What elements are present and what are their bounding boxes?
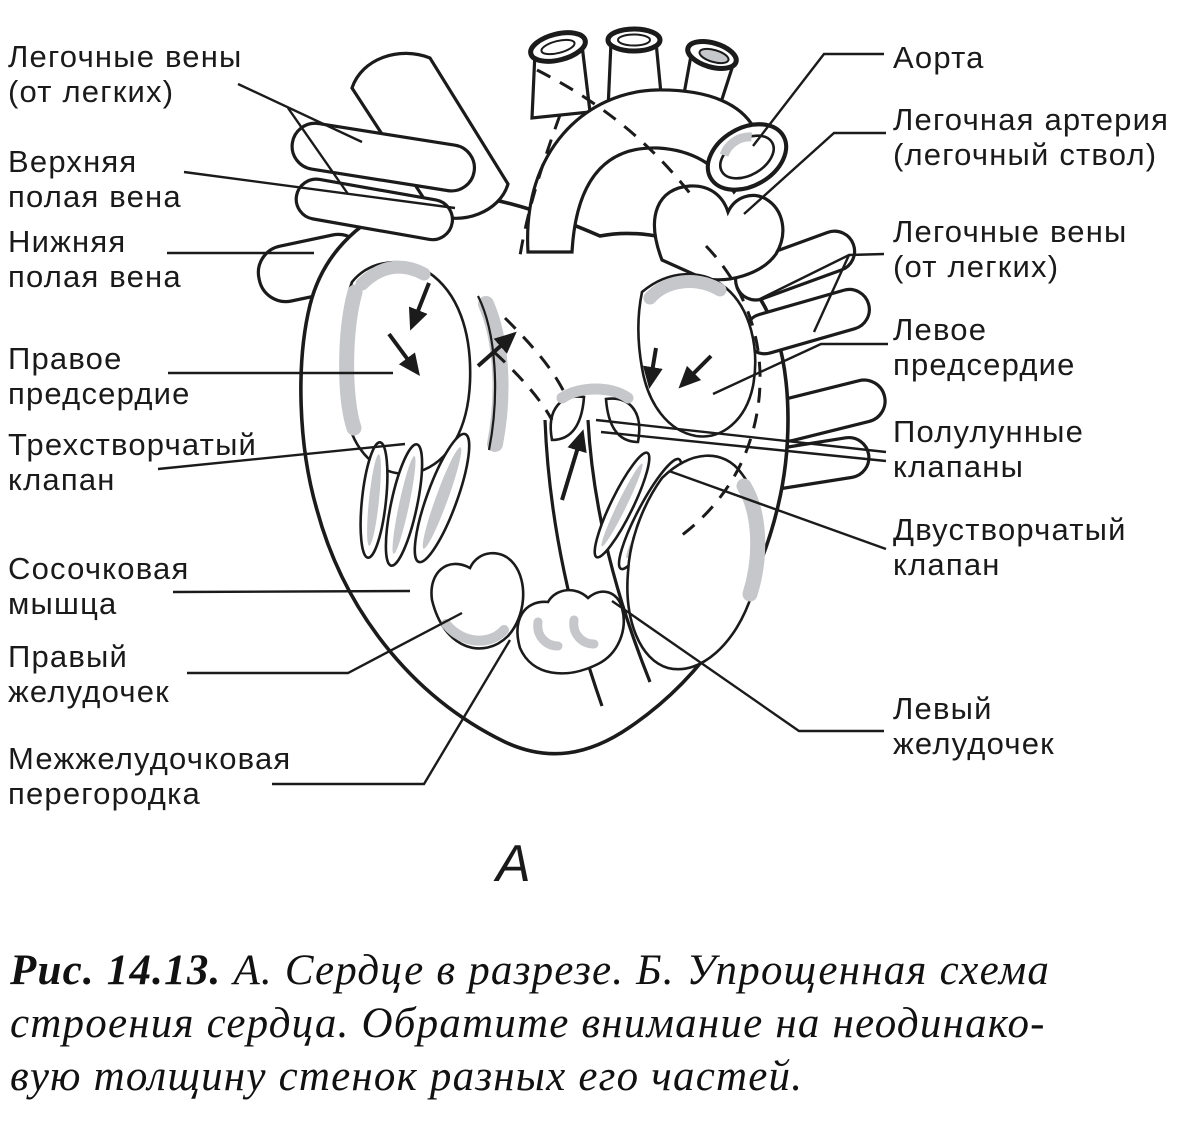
blood-flow-arrows bbox=[387, 282, 713, 501]
label-aorta: Аорта bbox=[893, 40, 985, 75]
label-semilunar-valves: Полулунные клапаны bbox=[893, 414, 1085, 484]
caption-line1-text: А. Сердце в разрезе. Б. Упрощенная схема bbox=[233, 947, 1051, 994]
label-pulmonary-veins-right: Легочные вены (от легких) bbox=[893, 214, 1128, 284]
pulmonary-trunk-bulge bbox=[652, 184, 785, 282]
aorta-cut-opening bbox=[705, 122, 789, 192]
panel-label: А bbox=[496, 835, 531, 893]
label-interventricular-septum: Межжелудочковая перегородка bbox=[8, 741, 292, 811]
pulmonary-vein-left-upper-tube bbox=[290, 121, 477, 193]
heart-diagram bbox=[157, 26, 888, 786]
label-pulmonary-artery: Легочная артерия (легочный ствол) bbox=[893, 102, 1170, 172]
pulmonary-vein-right-upper-tube bbox=[734, 229, 857, 302]
label-inferior-vena-cava: Нижняя полая вена bbox=[8, 224, 182, 294]
label-leader-lines bbox=[157, 52, 888, 786]
label-pulmonary-veins-left: Легочные вены (от легких) bbox=[8, 39, 243, 109]
aorta-branch-vessels bbox=[528, 26, 739, 126]
tricuspid-valve-leaflets bbox=[359, 432, 471, 568]
label-right-atrium: Правое предсердие bbox=[8, 341, 191, 411]
label-tricuspid-valve: Трехстворчатый клапан bbox=[8, 427, 258, 497]
caption-figure-ref: Рис. 14.13. bbox=[10, 947, 222, 994]
pulmonary-vein-left-lower-tube bbox=[294, 177, 455, 242]
label-bicuspid-valve: Двустворчатый клапан bbox=[893, 512, 1127, 582]
label-left-ventricle: Левый желудочек bbox=[893, 691, 1055, 761]
caption-line-1: Рис. 14.13.А. Сердце в разрезе. Б. Упрощ… bbox=[10, 944, 1190, 997]
label-right-ventricle: Правый желудочек bbox=[8, 639, 170, 709]
caption-line-3: вую толщину стенок разных его частей. bbox=[10, 1053, 804, 1100]
label-papillary-muscle: Сосочковая мышца bbox=[8, 551, 190, 621]
label-superior-vena-cava: Верхняя полая вена bbox=[8, 144, 182, 214]
figure-caption: Рис. 14.13.А. Сердце в разрезе. Б. Упрощ… bbox=[10, 944, 1190, 1103]
hidden-vessel-dashed-lines bbox=[492, 68, 762, 540]
caption-line-2: строения сердца. Обратите внимание на не… bbox=[10, 1000, 1046, 1047]
right-ventricle-papillary-muscle bbox=[430, 551, 525, 650]
label-left-atrium: Левое предсердие bbox=[893, 312, 1076, 382]
semilunar-valve-cusps bbox=[549, 383, 641, 444]
